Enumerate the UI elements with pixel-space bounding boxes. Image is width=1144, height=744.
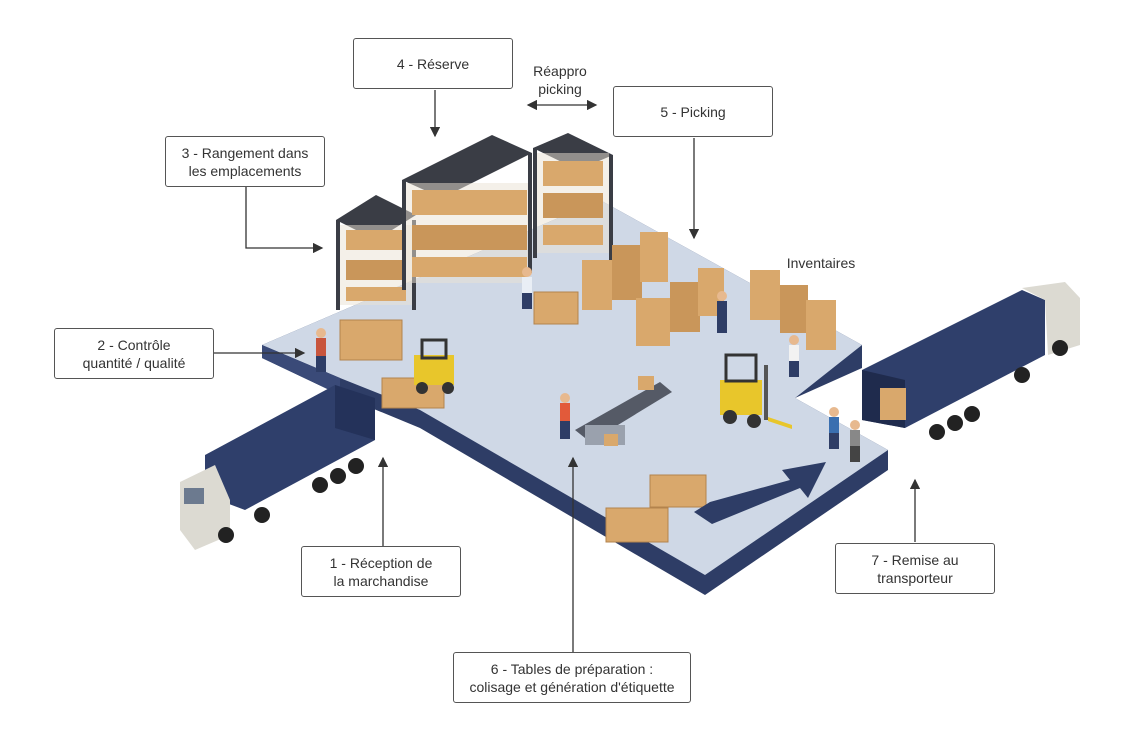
inventaires-label: Inventaires bbox=[786, 255, 856, 271]
step-3-rangement-label: 3 - Rangement dans les emplacements bbox=[165, 136, 325, 187]
connector-arrows bbox=[214, 90, 921, 652]
truck-icon bbox=[180, 385, 375, 550]
truck-icon bbox=[862, 282, 1080, 440]
forklift-icon bbox=[414, 338, 792, 429]
reappro-picking-label: Réappro picking bbox=[533, 63, 587, 97]
step-2-controle-label: 2 - Contrôle quantité / qualité bbox=[54, 328, 214, 379]
step-7-remise-label: 7 - Remise au transporteur bbox=[835, 543, 995, 594]
picking-shelves bbox=[582, 232, 836, 350]
step-1-reception-label: 1 - Réception de la marchandise bbox=[301, 546, 461, 597]
shelf-rack-icon bbox=[336, 133, 613, 310]
worker-icon bbox=[316, 267, 860, 462]
step-6-tables-label: 6 - Tables de préparation : colisage et … bbox=[453, 652, 691, 703]
box-icon bbox=[339, 291, 707, 543]
step-4-reserve-label: 4 - Réserve bbox=[353, 38, 513, 89]
exit-arrow bbox=[694, 462, 826, 524]
conveyor-icon bbox=[575, 376, 672, 446]
step-5-picking-label: 5 - Picking bbox=[613, 86, 773, 137]
